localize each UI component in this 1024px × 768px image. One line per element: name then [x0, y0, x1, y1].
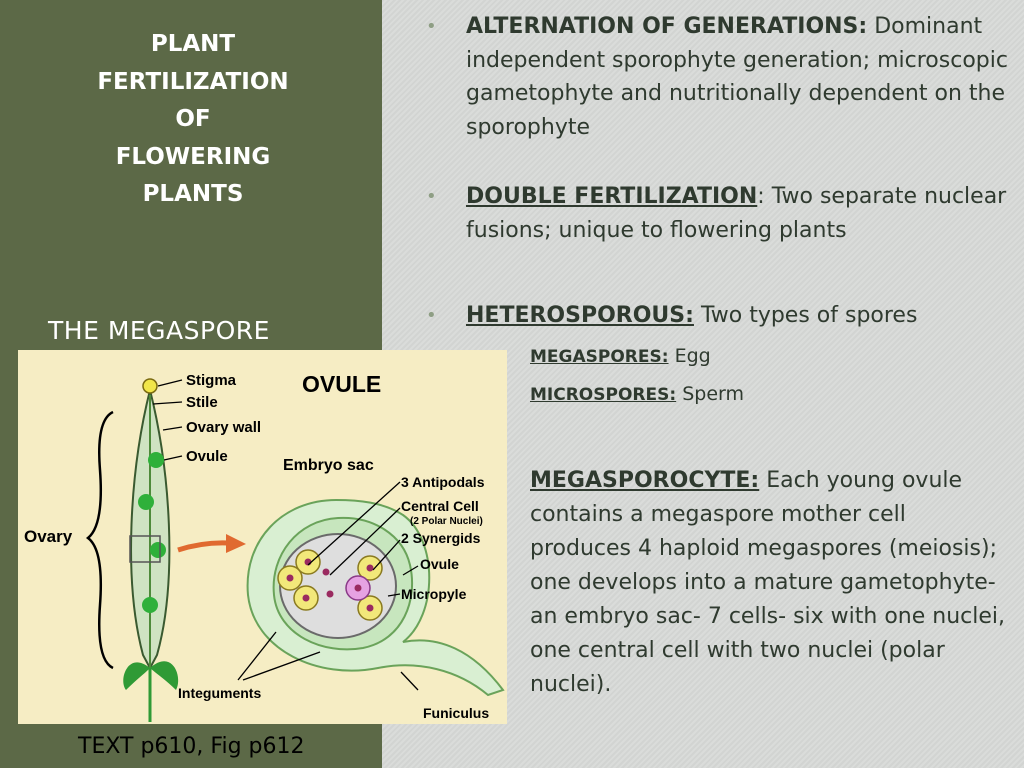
nucleus-dot	[366, 564, 374, 572]
label-micropyle: Micropyle	[401, 586, 467, 602]
slide-subtitle: THE MEGASPORE	[48, 316, 270, 345]
label-ovary-wall: Ovary wall	[186, 419, 261, 436]
title-line: PLANT	[150, 31, 236, 57]
bullet-heterosporous: • HETEROSPOROUS: Two types of spores	[426, 299, 1014, 333]
title-line: PLANTS	[142, 181, 244, 207]
ovule-dot	[150, 542, 166, 558]
title-line: OF	[175, 106, 211, 132]
label-embryo-sac: Embryo sac	[283, 457, 374, 474]
bullet-term: DOUBLE FERTILIZATION	[466, 184, 758, 209]
leader-line	[152, 401, 183, 405]
leaf-shape	[123, 662, 150, 690]
label-stigma: Stigma	[186, 372, 237, 389]
megasporocyte-text: Each young ovule contains a megaspore mo…	[530, 468, 1005, 697]
ovule-dot	[148, 452, 164, 468]
stigma-shape	[142, 378, 158, 394]
leader-line	[162, 426, 183, 431]
label-polar-nuclei: (2 Polar Nuclei)	[410, 516, 483, 527]
leader-line	[237, 631, 277, 681]
label-synergids: 2 Synergids	[401, 530, 481, 546]
arrow-shaft	[177, 540, 229, 553]
leaf-shape	[150, 661, 179, 690]
megaspores-text: Egg	[668, 345, 711, 367]
ovule-dot	[142, 597, 158, 613]
label-central-cell: Central Cell	[401, 498, 479, 514]
leader-line	[163, 455, 183, 461]
figure-caption: TEXT p610, Fig p612	[78, 734, 305, 759]
label-antipodals: 3 Antipodals	[401, 474, 485, 490]
bullet-alternation: • ALTERNATION OF GENERATIONS: Dominant i…	[426, 10, 1014, 144]
bullet-double-fertilization: • DOUBLE FERTILIZATION: Two separate nuc…	[426, 180, 1014, 247]
label-stile: Stile	[186, 394, 218, 411]
label-integuments: Integuments	[178, 685, 261, 701]
leader-line	[157, 379, 183, 387]
bullet-dot: •	[426, 305, 437, 326]
label-funiculus: Funiculus	[423, 705, 489, 721]
leader-line	[400, 671, 419, 691]
nucleus-dot	[354, 584, 362, 592]
bullet-term: HETEROSPOROUS:	[466, 303, 694, 328]
bullet-dot: •	[426, 16, 437, 37]
microspores-text: Sperm	[676, 383, 745, 405]
megasporocyte-paragraph: MEGASPOROCYTE: Each young ovule contains…	[530, 464, 1008, 702]
label-ovule-title: OVULE	[302, 371, 381, 397]
leader-line	[402, 565, 419, 576]
nucleus-dot	[302, 594, 310, 602]
leader-line	[242, 651, 321, 681]
megaspores-term: MEGASPORES:	[530, 347, 669, 367]
leader-line	[307, 481, 401, 566]
label-ovary: Ovary	[24, 527, 73, 546]
title-line: FERTILIZATION	[97, 68, 289, 95]
leader-line	[387, 593, 401, 597]
nucleus-dot	[366, 604, 374, 612]
title-line: FLOWERING	[115, 143, 271, 170]
megaspores-line: MEGASPORES: Egg	[530, 345, 711, 367]
leader-line	[329, 507, 401, 576]
bullet-text: Dominant independent sporophyte generati…	[466, 14, 1008, 140]
bullet-text: Two types of spores	[693, 303, 918, 328]
label-ovule-2: Ovule	[420, 556, 459, 572]
ovule-highlight-box	[129, 535, 161, 563]
leader-line	[372, 539, 401, 571]
polar-nucleus	[326, 590, 334, 598]
ovule-dot	[138, 494, 154, 510]
slide-title: PLANT FERTILIZATION OF FLOWERING PLANTS	[60, 26, 326, 214]
megasporocyte-term: MEGASPOROCYTE:	[530, 468, 760, 493]
bullet-dot: •	[426, 186, 437, 207]
ovule-diagram: Stigma Stile Ovary wall Ovule Ovary OVUL…	[18, 350, 507, 724]
polar-nucleus	[322, 568, 330, 576]
bullet-term: ALTERNATION OF GENERATIONS:	[466, 14, 868, 39]
label-ovule: Ovule	[186, 448, 228, 465]
microspores-line: MICROSPORES: Sperm	[530, 383, 744, 405]
microspores-term: MICROSPORES:	[530, 385, 677, 405]
arrow-head	[226, 534, 246, 553]
bullet-text: : Two separate nuclear fusions; unique t…	[466, 184, 1007, 243]
ovule-diagram-svg: Stigma Stile Ovary wall Ovule Ovary OVUL…	[24, 371, 505, 722]
ovary-bracket	[85, 410, 114, 670]
nucleus-dot	[286, 574, 294, 582]
